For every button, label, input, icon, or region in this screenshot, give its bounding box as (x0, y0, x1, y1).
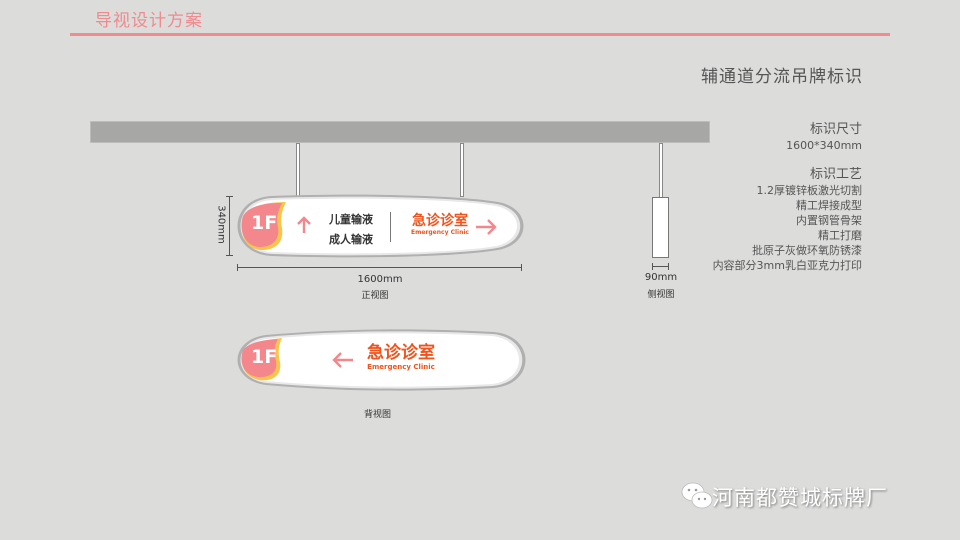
spec-process-item: 精工打磨 (818, 229, 862, 242)
arrow-up-icon (297, 216, 311, 238)
side-dimension-line (652, 266, 669, 267)
spec-process-item: 批原子灰做环氧防锈漆 (752, 244, 862, 257)
hanging-rod-left (296, 143, 300, 197)
ceiling-beam (90, 121, 710, 143)
dimension-tick (226, 255, 233, 256)
hanging-rod-right (460, 143, 464, 197)
header-title: 导视设计方案 (95, 11, 203, 31)
dept-en: Emergency Clinic (411, 229, 469, 236)
dept-en: Emergency Clinic (367, 363, 435, 371)
side-view-caption: 侧视图 (647, 290, 675, 300)
service-line-2: 成人输液 (329, 233, 373, 246)
dimension-tick (226, 196, 233, 197)
side-view-panel (652, 197, 669, 258)
spec-process: 标识工艺 1.2厚镀锌板激光切割 精工焊接成型 内置钢管骨架 精工打磨 批原子灰… (713, 167, 862, 273)
sign-outline-icon (237, 194, 524, 258)
floor-badge-back: 1F (251, 346, 278, 368)
spec-process-heading: 标识工艺 (809, 167, 862, 182)
spec-size-value: 1600*340mm (786, 139, 862, 152)
sign-outline-icon (237, 329, 526, 391)
front-view-sign (236, 194, 528, 258)
header-divider (70, 33, 890, 36)
width-dimension-line (237, 267, 522, 268)
spec-process-item: 内置钢管骨架 (796, 214, 862, 227)
dimension-tick (521, 264, 522, 271)
arrow-right-icon (475, 219, 497, 239)
dept-cn: 急诊诊室 (412, 213, 468, 229)
dimension-tick (652, 263, 653, 270)
floor-badge-front: 1F (251, 212, 278, 234)
page-subtitle: 辅通道分流吊牌标识 (701, 67, 863, 87)
service-line-1: 儿童输液 (329, 213, 373, 226)
watermark-text: 河南都赞城标牌厂 (712, 486, 888, 510)
spec-size: 标识尺寸 1600*340mm (786, 122, 862, 153)
spec-process-item: 内容部分3mm乳白亚克力打印 (712, 259, 862, 272)
dimension-tick (237, 264, 238, 271)
arrow-left-icon (332, 352, 354, 372)
back-view-sign (236, 328, 528, 392)
wechat-icon (681, 481, 713, 515)
side-width-label: 90mm (644, 272, 678, 283)
height-dimension-line (229, 196, 230, 256)
front-view-caption: 正视图 (361, 291, 389, 301)
dept-label-back: 急诊诊室 Emergency Clinic (364, 344, 438, 372)
service-list: 儿童输液 成人输液 (329, 210, 373, 250)
back-view-caption: 背视图 (363, 410, 391, 420)
dept-cn: 急诊诊室 (367, 343, 435, 363)
dept-label-front: 急诊诊室 Emergency Clinic (410, 213, 470, 237)
spec-process-item: 1.2厚镀锌板激光切割 (756, 184, 863, 197)
spec-size-heading: 标识尺寸 (809, 122, 862, 137)
dimension-tick (668, 263, 669, 270)
spec-process-item: 精工焊接成型 (796, 199, 862, 212)
divider-line (390, 212, 391, 242)
side-view-rod (659, 143, 663, 198)
height-label: 340mm (215, 205, 227, 244)
width-label: 1600mm (357, 274, 403, 285)
